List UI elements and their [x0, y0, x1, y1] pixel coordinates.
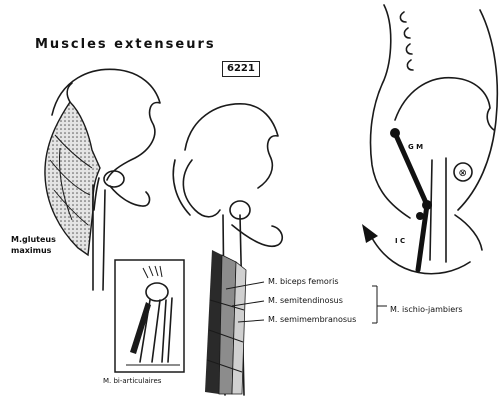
- ilium-outline: [185, 104, 278, 188]
- joint-marker-symbol: ⊗: [459, 168, 467, 179]
- gluteus-figure: [45, 69, 160, 290]
- vertebrae-hooks: [400, 12, 413, 70]
- biceps-femoris-label: M. biceps femoris: [268, 278, 339, 286]
- hamstring-figure: [173, 104, 387, 395]
- semimembranosus-label: M. semimembranosus: [268, 316, 356, 324]
- figure-code: 6221: [222, 61, 260, 77]
- pelvis-outline: [395, 78, 494, 130]
- pivot-point-middle: [422, 200, 432, 210]
- figure-title: Muscles extenseurs: [35, 38, 216, 51]
- gm-short-label: G M: [408, 144, 423, 151]
- gluteus-maximus-muscle: [45, 102, 100, 255]
- ilium-inner-curve: [183, 160, 220, 217]
- ic-short-label: I C: [395, 238, 405, 245]
- gluteus-label: M.gluteus maximus: [11, 236, 56, 255]
- back-contour: [458, 10, 497, 210]
- ischium-outline: [110, 186, 149, 206]
- bi-articulaires-label: M. bi-articulaires: [103, 378, 161, 385]
- bracket-ticks: [372, 286, 377, 323]
- pivot-point-lower: [416, 212, 424, 220]
- pivot-point-top: [390, 128, 400, 138]
- ischio-jambiers-label: M. ischio-jambiers: [390, 306, 463, 314]
- bi-articular-inset: [115, 260, 184, 372]
- knee-contour: [455, 215, 482, 250]
- femur-lateral: [430, 158, 446, 262]
- semitendinosus-label: M. semitendinosus: [268, 297, 343, 305]
- trunk-outline: [371, 5, 411, 218]
- lateral-figure: ⊗: [362, 5, 497, 274]
- inset-frame: [115, 260, 184, 372]
- gluteus-label-line-2: maximus: [11, 247, 56, 255]
- rotation-arrowhead: [362, 224, 378, 243]
- gluteus-label-line-1: M.gluteus: [11, 236, 56, 244]
